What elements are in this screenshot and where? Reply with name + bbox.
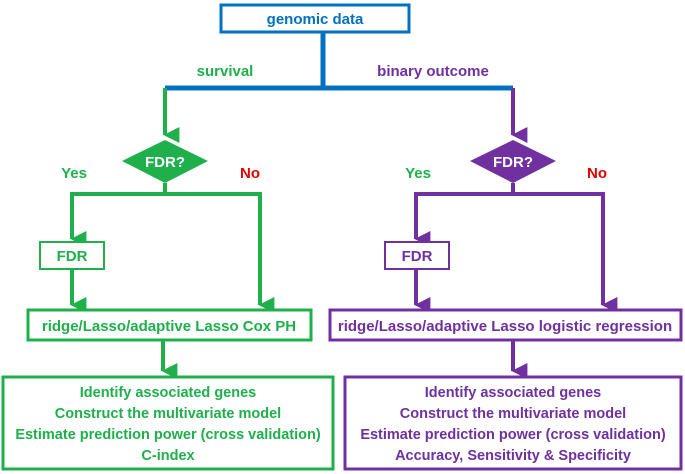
binary-outcome-item: Construct the multivariate model <box>400 406 626 422</box>
binary-outcome-list: Identify associated genes Construct the … <box>360 385 666 464</box>
binary-decision-label: FDR? <box>493 154 533 171</box>
binary-outcome-item: Accuracy, Sensitivity & Specificity <box>395 448 631 464</box>
survival-model-box <box>26 308 313 342</box>
genomic-data-label: genomic data <box>267 11 364 28</box>
binary-branch-label: binary outcome <box>377 63 489 80</box>
binary-no-label: No <box>587 165 607 182</box>
genomic-data-box <box>219 3 411 34</box>
survival-outcome-item: Identify associated genes <box>80 385 256 401</box>
survival-no-label: No <box>240 165 260 182</box>
binary-model-box <box>328 308 683 342</box>
survival-outcome-box <box>1 375 335 471</box>
survival-outcome-item: Construct the multivariate model <box>55 406 281 422</box>
survival-outcome-item: Estimate prediction power (cross validat… <box>15 427 321 443</box>
survival-decision-label: FDR? <box>145 154 185 171</box>
survival-decision-diamond <box>122 140 208 183</box>
survival-outcome-item: C-index <box>141 448 194 464</box>
binary-outcome-item: Estimate prediction power (cross validat… <box>360 427 666 443</box>
binary-fdr-label: FDR <box>402 248 433 265</box>
binary-model-label: ridge/Lasso/adaptive Lasso logistic regr… <box>338 318 672 335</box>
survival-yes-label: Yes <box>61 165 87 182</box>
survival-outcome-list: Identify associated genes Construct the … <box>15 385 321 464</box>
survival-fdr-label: FDR <box>57 248 88 265</box>
binary-decision-diamond <box>470 140 556 183</box>
binary-outcome-item: Identify associated genes <box>425 385 601 401</box>
survival-branch-label: survival <box>197 63 254 80</box>
survival-model-label: ridge/Lasso/adaptive Lasso Cox PH <box>42 318 296 335</box>
binary-fdr-box <box>384 241 450 270</box>
binary-outcome-box <box>343 375 683 471</box>
binary-yes-label: Yes <box>405 165 431 182</box>
